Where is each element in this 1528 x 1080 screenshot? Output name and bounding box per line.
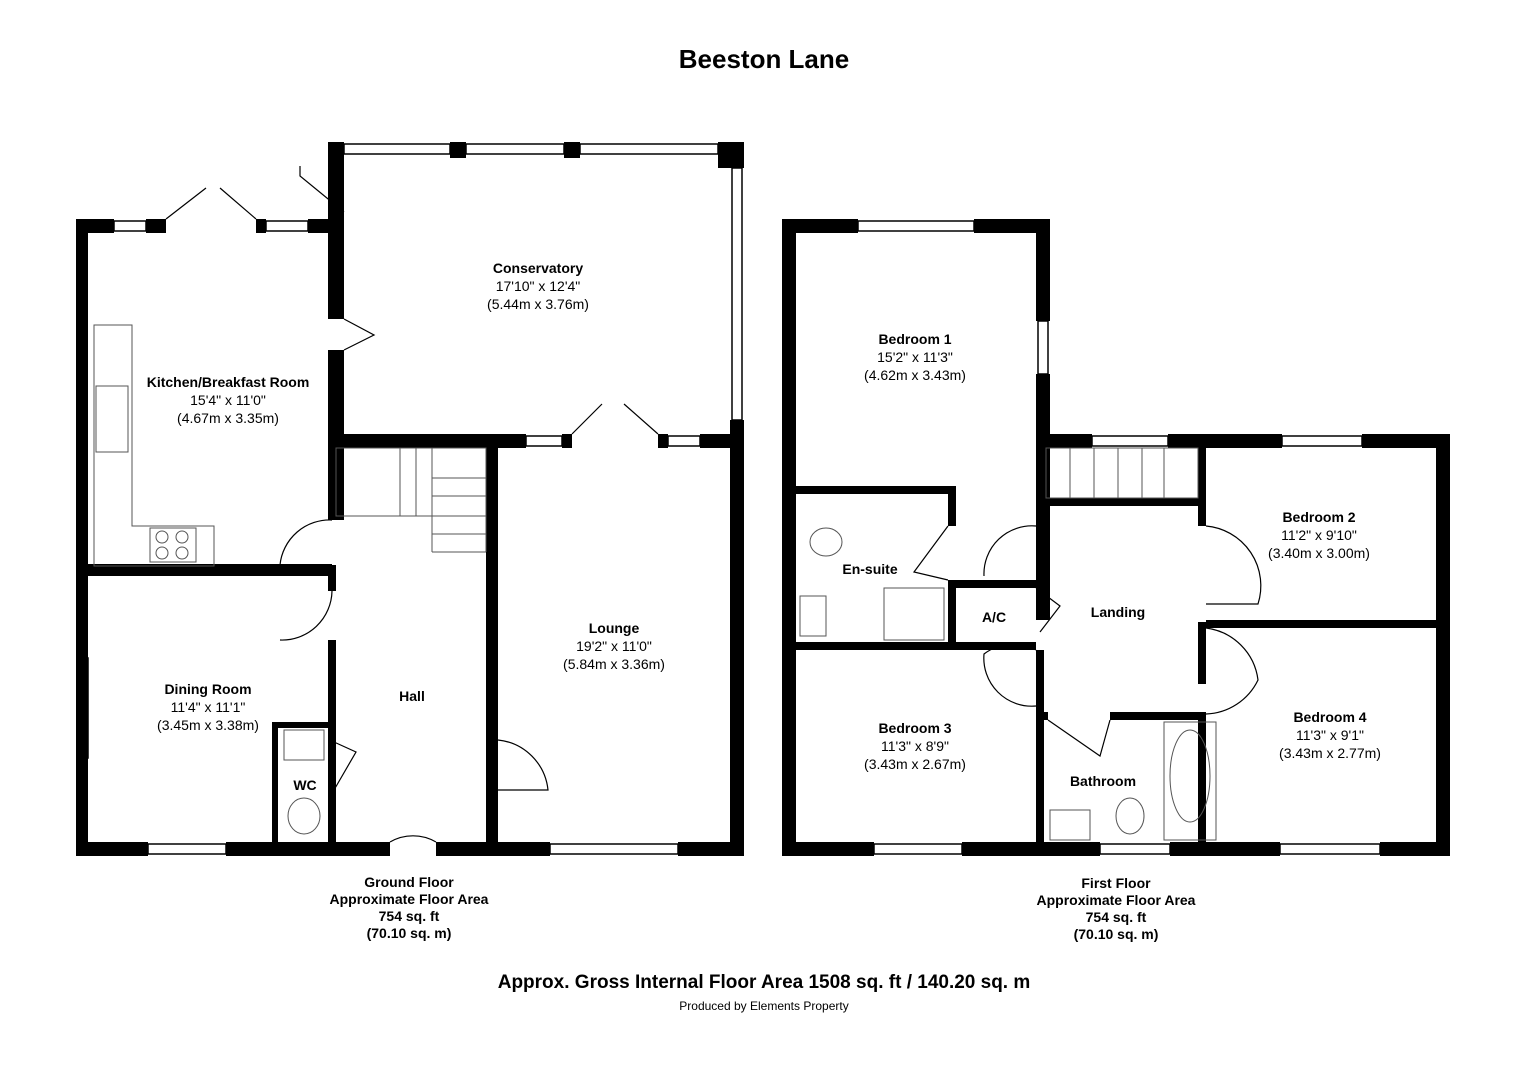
room-name: Bedroom 3 — [878, 720, 952, 736]
room-kitchen: Kitchen/Breakfast Room 15'4" x 11'0" (4.… — [147, 373, 310, 427]
room-size-metric: (3.45m x 3.38m) — [157, 717, 259, 733]
plan-title: Beeston Lane — [678, 44, 850, 74]
room-bedroom-1: Bedroom 1 15'2" x 11'3" (4.62m x 3.43m) — [864, 330, 966, 384]
room-size-metric: (3.43m x 2.77m) — [1279, 745, 1381, 761]
ground-floor-area: Ground Floor Approximate Floor Area 754 … — [330, 874, 489, 942]
room-size-imperial: 15'2" x 11'3" — [877, 349, 953, 365]
room-size-imperial: 19'2" x 11'0" — [576, 638, 652, 654]
room-name: Dining Room — [164, 681, 252, 697]
room-bedroom-2: Bedroom 2 11'2" x 9'10" (3.40m x 3.00m) — [1268, 508, 1370, 562]
area-line: 754 sq. ft — [378, 908, 440, 924]
room-name: Bedroom 1 — [878, 331, 952, 347]
room-size-imperial: 11'2" x 9'10" — [1281, 527, 1357, 543]
room-hall: Hall — [399, 688, 425, 704]
room-lounge: Lounge 19'2" x 11'0" (5.84m x 3.36m) — [563, 619, 665, 673]
area-line: Approximate Floor Area — [1036, 892, 1196, 908]
room-name: Conservatory — [492, 260, 584, 276]
room-ensuite: En-suite — [842, 561, 898, 577]
room-size-metric: (5.84m x 3.36m) — [563, 656, 665, 672]
first-floor-windows — [783, 220, 1381, 855]
room-size-metric: (5.44m x 3.76m) — [487, 296, 589, 312]
room-dining: Dining Room 11'4" x 11'1" (3.45m x 3.38m… — [157, 680, 259, 734]
kitchen-fixtures — [93, 324, 325, 835]
first-floor-fixtures — [799, 527, 1217, 841]
first-floor-area: First Floor Approximate Floor Area 754 s… — [1037, 875, 1196, 943]
room-bedroom-4: Bedroom 4 11'3" x 9'1" (3.43m x 2.77m) — [1279, 708, 1381, 762]
ground-floor-doors — [165, 166, 659, 843]
room-size-metric: (3.43m x 2.67m) — [864, 756, 966, 772]
first-floor-doors — [912, 525, 1262, 757]
room-size-metric: (3.40m x 3.00m) — [1268, 545, 1370, 561]
room-name: Bedroom 4 — [1293, 709, 1367, 725]
area-line: Approximate Floor Area — [329, 891, 489, 907]
room-name: Kitchen/Breakfast Room — [146, 374, 310, 390]
area-line: (70.10 sq. m) — [366, 925, 452, 941]
produced-by: Produced by Elements Property — [679, 999, 849, 1013]
room-size-imperial: 11'3" x 9'1" — [1296, 727, 1364, 743]
room-size-metric: (4.62m x 3.43m) — [864, 367, 966, 383]
room-bathroom: Bathroom — [1069, 773, 1137, 789]
area-line: 754 sq. ft — [1085, 909, 1147, 925]
ground-floor-stairs — [335, 447, 487, 553]
room-size-imperial: 11'3" x 8'9" — [881, 738, 949, 754]
first-floor-stairs — [1045, 447, 1199, 499]
area-line: (70.10 sq. m) — [1073, 926, 1159, 942]
room-name: Lounge — [588, 620, 640, 636]
room-landing: Landing — [1090, 604, 1146, 620]
room-wc: WC — [293, 777, 317, 793]
room-name: Bedroom 2 — [1282, 509, 1356, 525]
room-bedroom-3: Bedroom 3 11'3" x 8'9" (3.43m x 2.67m) — [864, 719, 966, 773]
ground-floor-walls — [76, 142, 744, 856]
gross-internal-area: Approx. Gross Internal Floor Area 1508 s… — [497, 972, 1031, 993]
area-line: Ground Floor — [364, 874, 454, 890]
ground-floor-windows — [77, 143, 743, 855]
room-size-imperial: 11'4" x 11'1" — [170, 699, 246, 715]
room-conservatory: Conservatory 17'10" x 12'4" (5.44m x 3.7… — [487, 259, 589, 313]
room-size-imperial: 17'10" x 12'4" — [495, 278, 581, 294]
first-floor-walls — [782, 219, 1450, 856]
room-ac: A/C — [981, 609, 1007, 625]
room-size-imperial: 15'4" x 11'0" — [190, 392, 266, 408]
area-line: First Floor — [1081, 875, 1151, 891]
room-size-metric: (4.67m x 3.35m) — [177, 410, 279, 426]
